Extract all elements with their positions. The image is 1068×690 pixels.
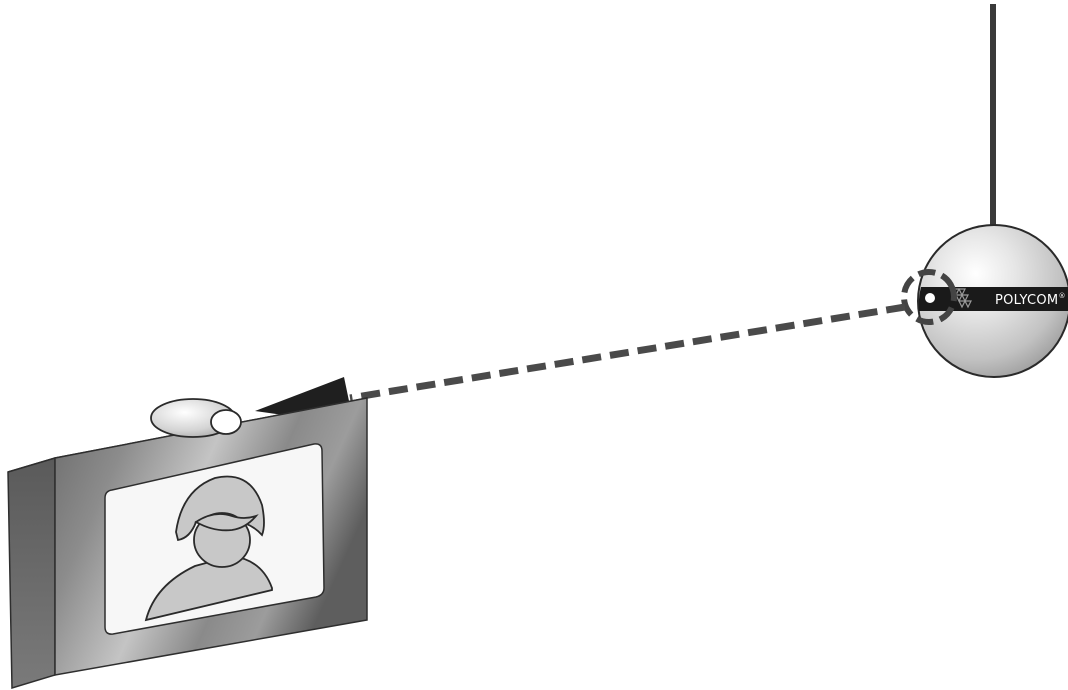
ceiling-microphone: POLYCOM® [901,4,1068,378]
signal-dashed-line [349,303,906,402]
person-hair-fringe [194,513,259,532]
ceiling-cable [990,4,996,226]
tv-side-face [7,456,56,690]
tv-monitor [7,397,368,690]
brand-label: POLYCOM® [995,292,1066,308]
dashed-circle-icon [901,269,957,325]
camera-icon [150,398,242,438]
person-avatar-icon [144,475,273,622]
camera-lens [210,409,242,435]
ir-sensor-dot [925,293,935,303]
